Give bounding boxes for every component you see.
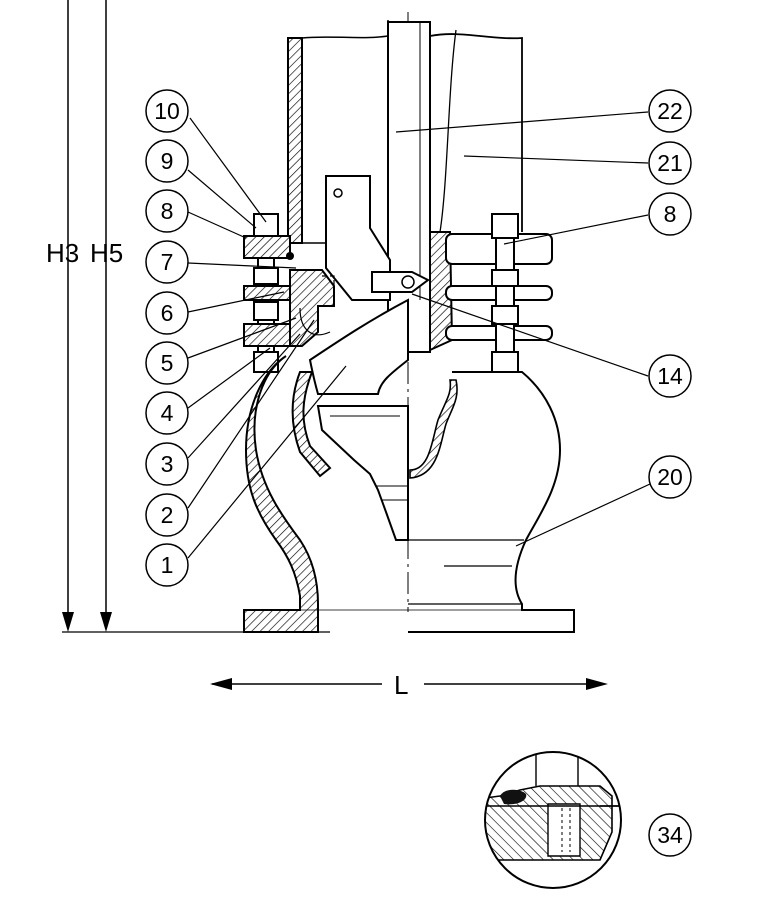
h5-label: H5 xyxy=(90,238,123,268)
callout-34-circle xyxy=(648,813,692,857)
inner-diaphragm xyxy=(409,379,458,479)
callout-label-4: 4 xyxy=(161,400,174,426)
callout-label-34: 34 xyxy=(657,822,683,848)
h3-arrowhead xyxy=(62,612,74,632)
callout-3: 3 xyxy=(145,333,301,486)
l-label: L xyxy=(394,670,408,700)
callout-2: 2 xyxy=(145,319,315,537)
l-arrowhead-right xyxy=(586,678,608,690)
body-right-outline xyxy=(408,371,575,633)
body-left-wall xyxy=(243,355,332,633)
callout-7: 7 xyxy=(145,240,297,284)
coupling-pin xyxy=(371,271,430,293)
callout-1: 1 xyxy=(145,365,347,587)
callout-label-14: 14 xyxy=(657,363,683,389)
detail-view: 34 xyxy=(484,751,692,889)
callout-4: 4 xyxy=(145,347,271,435)
right-flange xyxy=(429,213,553,373)
detail-circle xyxy=(484,751,622,889)
height-dimensions: H3 H5 xyxy=(46,0,330,633)
callout-8-right: 8 xyxy=(503,192,692,245)
callout-label-8-left: 8 xyxy=(161,198,174,224)
right-bolt-nut-top xyxy=(491,213,519,239)
callout-5: 5 xyxy=(145,317,297,385)
callout-8-left: 8 xyxy=(145,189,247,239)
bonnet-section xyxy=(289,269,335,347)
callout-10: 10 xyxy=(145,89,267,223)
left-bolt-nut-top xyxy=(253,213,279,237)
h3-label: H3 xyxy=(46,238,79,268)
callout-label-8-right: 8 xyxy=(664,201,677,227)
callout-label-22: 22 xyxy=(657,98,683,124)
callout-20: 20 xyxy=(515,455,692,547)
right-bolt-nut-bottom xyxy=(491,351,519,373)
callout-label-7: 7 xyxy=(161,249,174,275)
disc-body xyxy=(316,405,409,541)
actuator-housing xyxy=(287,20,523,244)
callout-label-5: 5 xyxy=(161,350,174,376)
callout-label-9: 9 xyxy=(161,148,174,174)
callout-9: 9 xyxy=(145,139,257,229)
callout-label-2: 2 xyxy=(161,502,174,528)
body-right xyxy=(244,371,575,633)
length-dimension: L xyxy=(210,670,608,700)
callouts-left: 10 9 8 7 6 5 4 xyxy=(145,89,347,587)
h5-arrowhead xyxy=(100,612,112,632)
callout-label-20: 20 xyxy=(657,464,683,490)
disc-top xyxy=(308,298,409,395)
callout-label-1: 1 xyxy=(161,552,174,578)
callout-label-10: 10 xyxy=(154,98,180,124)
valve-disc xyxy=(308,298,409,541)
callout-label-6: 6 xyxy=(161,300,174,326)
l-arrowhead-left xyxy=(210,678,232,690)
callout-21: 21 xyxy=(463,141,692,185)
callouts-right: 22 21 8 14 20 xyxy=(395,89,692,547)
callout-22: 22 xyxy=(395,89,692,133)
right-bolt xyxy=(495,237,515,355)
bracket-hole xyxy=(333,188,343,198)
callout-label-21: 21 xyxy=(657,150,683,176)
bracket xyxy=(325,175,430,301)
callout-14: 14 xyxy=(411,293,692,398)
callout-6: 6 xyxy=(145,291,285,335)
housing-left-wall xyxy=(287,37,303,244)
callout-label-3: 3 xyxy=(161,451,174,477)
seal-ring-detail xyxy=(500,789,527,805)
housing-right-wall xyxy=(429,33,523,232)
